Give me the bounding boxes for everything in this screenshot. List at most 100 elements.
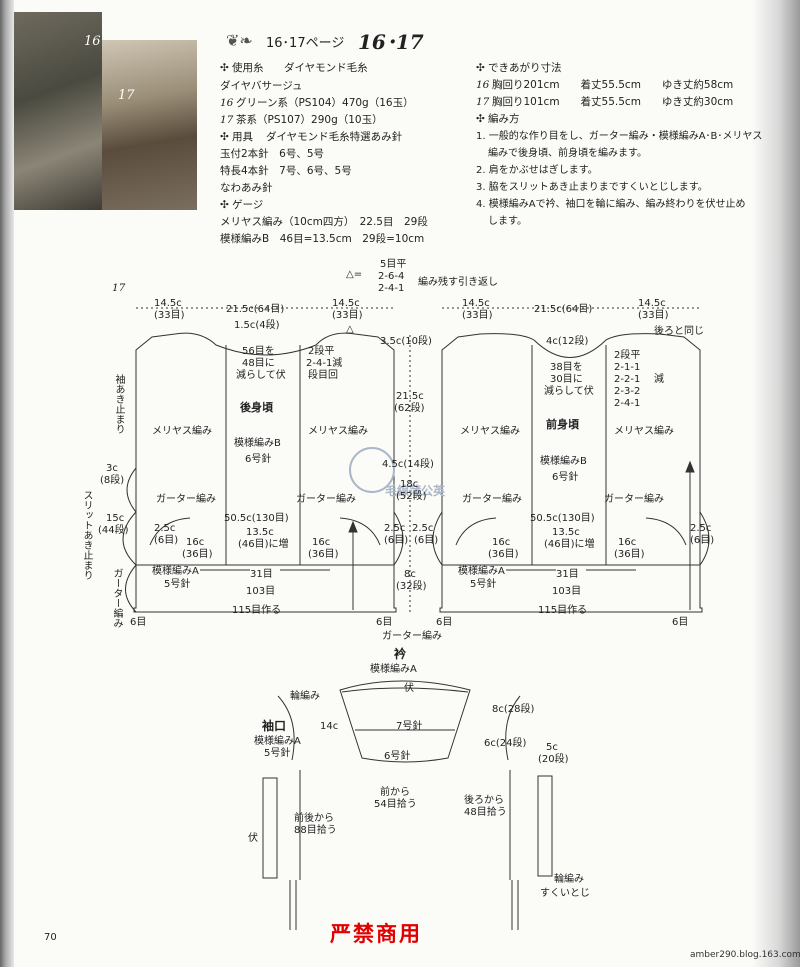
bullet-icon: ✣ bbox=[476, 62, 485, 74]
yarn17-num: 17 bbox=[220, 114, 234, 126]
cuff-length-dan: (20段) bbox=[538, 754, 569, 765]
method-heading: 編み方 bbox=[488, 113, 520, 125]
collar-back-pick-2: 48目拾う bbox=[464, 807, 507, 818]
back-body-outline bbox=[133, 332, 397, 613]
front-side16-right-st: (36目) bbox=[614, 549, 645, 560]
back-center-width: 13.5c bbox=[246, 527, 274, 538]
left-15c: 15c bbox=[106, 513, 125, 524]
short-row-delta: △= bbox=[346, 269, 363, 280]
back-rows31: 31目 bbox=[250, 569, 273, 580]
front-needle6: 6号針 bbox=[552, 472, 579, 483]
back-top-left-width: 14.5c bbox=[154, 298, 182, 309]
center-dim-4: 18c bbox=[400, 479, 419, 490]
photo-tag-17: 17 bbox=[118, 88, 135, 103]
collar-needle6: 6号針 bbox=[384, 751, 411, 762]
collar-front-pick-2: 54目拾う bbox=[374, 799, 417, 810]
collar-front-pick-1: 前から bbox=[380, 787, 410, 798]
cuff-left-outline bbox=[262, 777, 278, 879]
gauge-line1: メリヤス編み（10cm四方） 22.5目 29段 bbox=[220, 216, 428, 228]
front-neck-dec-2: 30目に bbox=[550, 374, 583, 385]
back-side16-right-st: (36目) bbox=[308, 549, 339, 560]
tools-heading: 用具 bbox=[232, 131, 253, 143]
front-edge-right-st: (6目) bbox=[690, 535, 715, 546]
back-top-center: 21.5c(64目) bbox=[226, 304, 285, 315]
collar-outline bbox=[339, 680, 471, 763]
front-top-right-width: 14.5c bbox=[638, 298, 666, 309]
back-neck-right-2: 2-4-1減 bbox=[306, 358, 343, 369]
method-step4a: 4. 模様編みAで衿、袖口を輪に編み、編み終わりを伏せ止め bbox=[476, 199, 746, 210]
yarn-name: ダイヤバサージュ bbox=[220, 80, 303, 92]
back-rows103: 103目 bbox=[246, 586, 276, 597]
short-row-1: 5目平 bbox=[380, 259, 407, 270]
size16-row: 胸回り201cm 着丈55.5cm ゆき丈約58cm bbox=[492, 79, 734, 91]
front-garter-left: ガーター編み bbox=[462, 494, 522, 505]
back-six-right: 6目 bbox=[376, 617, 393, 628]
prohibit-notice: 严禁商用 bbox=[330, 922, 422, 946]
front-side16-right: 16c bbox=[618, 537, 637, 548]
front-top-center: 21.5c(64目) bbox=[534, 304, 593, 315]
front-top-right-st: (33目) bbox=[638, 310, 669, 321]
tools-line2: 玉付2本針 6号、5号 bbox=[220, 148, 325, 160]
gauge-line2: 模様編みB 46目=13.5cm 29段=10cm bbox=[220, 233, 425, 245]
method-step3: 3. 脇をスリットあき止まりまですくいとじします。 bbox=[476, 182, 708, 193]
back-title: 後身頃 bbox=[240, 401, 273, 414]
gauge-heading: ゲージ bbox=[232, 199, 264, 211]
bullet-icon: ✣ bbox=[220, 199, 229, 211]
back-cast-on: 115目作る bbox=[232, 605, 282, 616]
photo-model-17: 17 bbox=[102, 40, 197, 210]
left-44dan: (44段) bbox=[98, 525, 129, 536]
back-center-inc: (46目)に増 bbox=[238, 539, 289, 550]
front-title: 前身頃 bbox=[546, 418, 579, 431]
front-side16-left-st: (36目) bbox=[488, 549, 519, 560]
back-edge-left: 2.5c bbox=[154, 523, 176, 534]
size17-row: 胸回り101cm 着丈55.5cm ゆき丈約30cm bbox=[492, 96, 734, 108]
front-same-as-back: 後ろと同じ bbox=[654, 326, 704, 337]
size16-num: 16 bbox=[476, 79, 490, 91]
ornament-icon: ❦❧ bbox=[226, 31, 253, 50]
collar-side2: 6c(24段) bbox=[484, 738, 527, 749]
back-needle6: 6号針 bbox=[245, 454, 272, 465]
page-edge-shadow bbox=[752, 0, 800, 967]
center-garter-bottom: ガーター編み bbox=[382, 631, 442, 642]
sleeve-stop-label: 袖あき止まり bbox=[113, 374, 124, 434]
back-neck-dec-3: 減らして伏 bbox=[236, 370, 286, 381]
left-8dan: (8段) bbox=[100, 475, 125, 486]
back-neck-right-3: 段目回 bbox=[308, 370, 338, 381]
back-neck-dec-2: 48目に bbox=[242, 358, 275, 369]
bullet-icon: ✣ bbox=[220, 131, 229, 143]
blog-url[interactable]: amber290.blog.163.com bbox=[690, 950, 800, 960]
collar-height: 14c bbox=[320, 721, 339, 732]
front-panel-right-label: メリヤス編み bbox=[614, 426, 674, 437]
bullet-icon: ✣ bbox=[220, 62, 229, 74]
front-neck-right-3: 2-2-1 bbox=[614, 374, 641, 385]
tools-line3: 特長4本針 7号、6号、5号 bbox=[220, 165, 352, 177]
back-pattern-a: 模様編みA bbox=[152, 566, 199, 577]
back-neck-flat: 1.5c(4段) bbox=[234, 320, 280, 331]
cuff-title: 袖口 bbox=[262, 719, 287, 733]
method-step2: 2. 肩をかぶせはぎします。 bbox=[476, 165, 598, 176]
short-row-3: 2-4-1 bbox=[378, 283, 405, 294]
photo-model-16: 16 bbox=[14, 12, 102, 210]
left-3c: 3c bbox=[106, 463, 118, 474]
yarn-heading: 使用糸 bbox=[232, 62, 264, 74]
front-body-outline bbox=[439, 333, 703, 613]
back-center-pattern: 模様編みB bbox=[234, 438, 281, 449]
front-panel-left-label: メリヤス編み bbox=[460, 426, 520, 437]
front-garter-right: ガーター編み bbox=[604, 494, 664, 505]
front-neck-dec-3: 減らして伏 bbox=[544, 386, 594, 397]
front-edge-right: 2.5c bbox=[690, 523, 712, 534]
method-step1b: 編みで後身頃、前身頃を編みます。 bbox=[488, 148, 647, 159]
cuff-needle: 5号針 bbox=[264, 748, 291, 759]
tools-line1: ダイヤモンド毛糸特選あみ針 bbox=[266, 131, 403, 143]
front-neck-right-1: 2段平 bbox=[614, 350, 641, 361]
front-edge-left-st: (6目) bbox=[414, 535, 439, 546]
center-dim-4b: (52段) bbox=[396, 491, 427, 502]
front-needle5: 5号針 bbox=[470, 579, 497, 590]
collar-back-pick-1: 後ろから bbox=[464, 795, 504, 806]
method-step4b: します。 bbox=[488, 216, 527, 227]
back-panel-right-label: メリヤス編み bbox=[308, 426, 368, 437]
front-side16-left: 16c bbox=[492, 537, 511, 548]
book-spine bbox=[0, 0, 14, 967]
front-body-width: 50.5c(130目) bbox=[530, 513, 595, 524]
